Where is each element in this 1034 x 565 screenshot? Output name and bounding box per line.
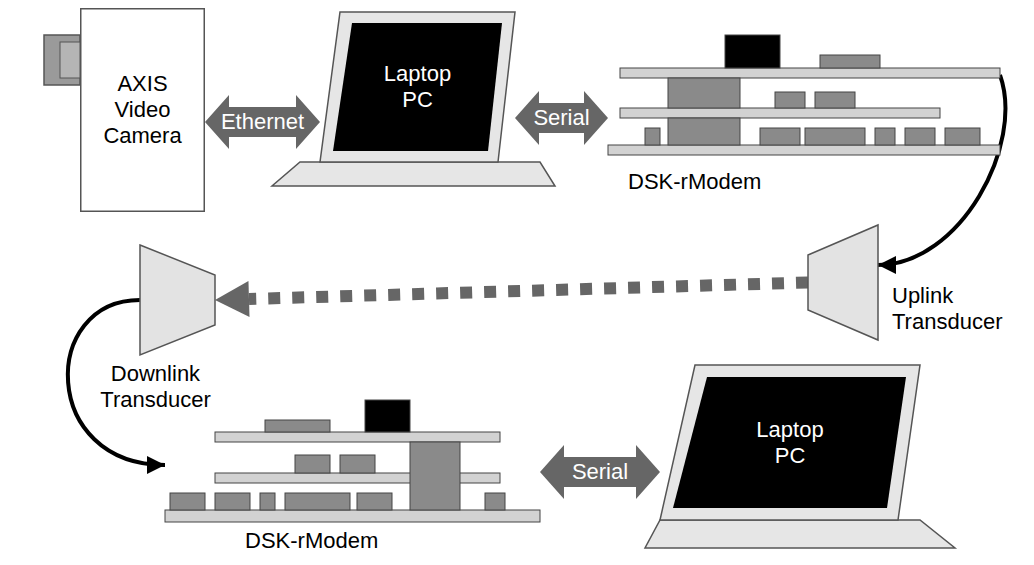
node-label: AXIS Video Camera	[101, 71, 185, 149]
circuit-board	[620, 68, 1000, 78]
screen-frame	[660, 365, 920, 520]
chip	[725, 35, 780, 68]
chip	[775, 92, 805, 108]
transducer: Downlink Transducer	[140, 245, 215, 355]
transducer: Uplink Transducer	[808, 225, 878, 340]
node-label: Uplink Transducer	[892, 283, 1032, 335]
chip	[485, 493, 505, 510]
link-label: Serial	[572, 460, 628, 484]
connector	[540, 445, 660, 499]
link-label: Serial	[533, 106, 589, 130]
laptop-base	[272, 162, 555, 186]
camera-housing	[81, 9, 205, 212]
chip	[805, 128, 865, 145]
connector	[515, 91, 608, 145]
node-label: DSK-rModem	[245, 528, 378, 554]
chip	[820, 55, 880, 68]
chip	[170, 493, 205, 510]
circuit-board	[165, 510, 540, 522]
transducer-body	[808, 225, 878, 340]
chip	[410, 442, 460, 510]
chip	[760, 128, 800, 145]
screen-label: Laptop PC	[750, 417, 830, 469]
chip	[668, 118, 740, 145]
circuit-board	[608, 145, 1000, 155]
chip	[875, 128, 895, 145]
connector	[878, 75, 1005, 274]
dotted-link	[249, 283, 808, 299]
modem-board-outline	[608, 10, 1000, 155]
screen-display	[333, 23, 502, 151]
block-arrow	[540, 445, 660, 499]
chip	[668, 78, 740, 108]
block-arrow	[205, 95, 320, 149]
laptop-screen: Laptop PC	[320, 12, 515, 162]
camera-box: AXIS Video Camera	[80, 8, 205, 212]
screen-label: Laptop PC	[378, 61, 458, 113]
chip	[905, 128, 935, 145]
laptop-base	[645, 520, 955, 548]
arrowhead	[878, 256, 896, 274]
transducer-outline	[140, 245, 215, 355]
chip	[645, 128, 660, 145]
screen-frame	[320, 12, 515, 162]
modem-board: DSK-rModem	[165, 400, 540, 522]
curved-arrow	[878, 75, 1005, 265]
chip	[815, 92, 855, 108]
modem-board: DSK-rModem	[608, 10, 1000, 155]
transducer-body	[140, 245, 215, 355]
link-label: Ethernet	[221, 110, 304, 134]
connector	[205, 95, 320, 149]
arrowhead	[147, 456, 165, 474]
modem-board-outline	[165, 400, 540, 522]
camera-lens-rim	[60, 42, 80, 78]
block-arrow	[515, 91, 608, 145]
chip	[340, 455, 375, 473]
laptop-screen: Laptop PC	[660, 365, 920, 520]
chip	[260, 493, 275, 510]
circuit-board	[215, 432, 500, 442]
camera-lens	[44, 35, 80, 85]
chip	[365, 400, 410, 432]
chip	[295, 455, 330, 473]
node-label: DSK-rModem	[628, 169, 761, 195]
chip	[945, 128, 980, 145]
node-label: Downlink Transducer	[88, 361, 223, 413]
circuit-board	[620, 108, 940, 118]
connector	[215, 281, 808, 317]
chip	[215, 493, 250, 510]
transducer-outline	[808, 225, 878, 340]
arrowhead	[215, 281, 250, 317]
screen-display	[673, 377, 906, 508]
chip	[285, 493, 350, 510]
chip	[357, 493, 392, 510]
chip	[265, 420, 330, 432]
